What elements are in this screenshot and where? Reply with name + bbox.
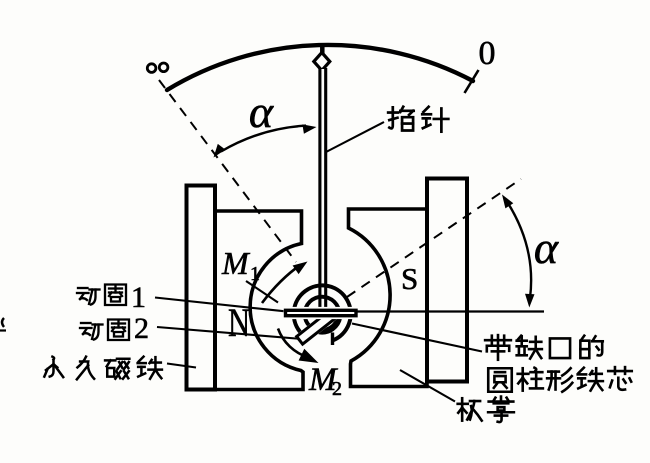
- svg-text:N: N: [228, 300, 250, 345]
- svg-text:α: α: [534, 222, 559, 273]
- svg-text:2: 2: [134, 312, 149, 345]
- svg-text:2: 2: [332, 378, 342, 400]
- svg-text:0: 0: [479, 35, 496, 72]
- svg-text:1: 1: [131, 281, 146, 314]
- svg-text:S: S: [401, 261, 418, 296]
- svg-text:α: α: [249, 86, 274, 137]
- svg-text:1: 1: [250, 263, 260, 285]
- svg-text:M: M: [221, 245, 251, 281]
- svg-text:M: M: [308, 362, 338, 398]
